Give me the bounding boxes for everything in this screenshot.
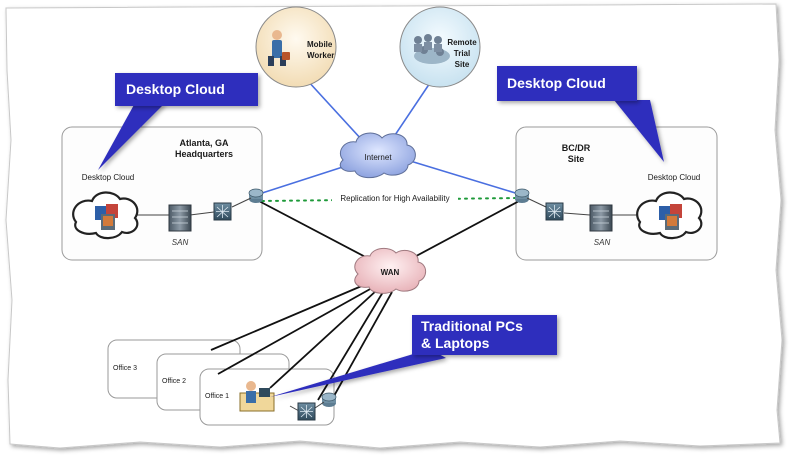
internet-cloud[interactable]: Internet [339,132,416,179]
bcdr-router-icon[interactable] [514,188,530,203]
callout-pcs-line2: & Laptops [421,335,490,351]
hq-router-icon[interactable] [248,188,264,203]
remote-trial-label-line2: Trial [454,49,470,58]
hq-desktop-cloud-label: Desktop Cloud [82,173,134,182]
office-router-icon[interactable] [321,392,337,407]
office3-label: Office 3 [113,365,137,372]
wan-cloud[interactable]: WAN [354,248,427,294]
office1-label: Office 1 [205,393,229,400]
hq-desktop-cloud-icon[interactable] [72,191,139,240]
replication-label: Replication for High Availability [340,194,449,203]
replication-label-bg [332,192,458,204]
bcdr-switch-icon[interactable] [545,202,564,221]
remote-trial-label-line1: Remote [447,38,477,47]
callout-pcs-line1: Traditional PCs [421,318,523,334]
office-user-workstation-icon[interactable] [239,381,275,412]
callout-right-text: Desktop Cloud [507,75,606,91]
hq-san-server-icon[interactable] [168,204,192,232]
hq-site-box [61,126,263,261]
mobile-worker-label-line1: Mobile [307,40,333,49]
hq-title-line2: Headquarters [175,149,233,159]
bcdr-title-line2: Site [568,154,585,164]
callout-desktop-cloud-right: Desktop Cloud [497,66,664,162]
hq-switch-icon[interactable] [213,202,232,221]
internet-label: Internet [364,153,392,162]
paper-frame [5,3,783,449]
mobile-worker-label-line2: Worker [307,51,334,60]
bcdr-desktop-cloud-icon[interactable] [636,191,703,240]
callout-desktop-cloud-left: Desktop Cloud [98,73,258,170]
remote-trial-site-node[interactable]: Remote Trial Site [399,6,481,88]
meeting-group-icon [414,34,450,64]
callout-left-text: Desktop Cloud [126,81,225,97]
mobile-worker-icon [268,30,290,66]
bcdr-title-line1: BC/DR [562,143,591,153]
callout-traditional-pcs: Traditional PCs & Laptops [270,315,557,397]
wan-links [210,199,522,401]
wan-label: WAN [381,268,400,277]
office2-label: Office 2 [162,378,186,385]
bcdr-site-box [515,126,718,261]
hq-san-label: SAN [172,238,189,247]
bcdr-san-server-icon[interactable] [589,204,613,232]
bcdr-desktop-cloud-label: Desktop Cloud [648,173,700,182]
office-switch-icon[interactable] [297,402,316,421]
bcdr-san-label: SAN [594,238,611,247]
mobile-worker-node[interactable]: Mobile Worker [255,6,337,88]
hq-title-line1: Atlanta, GA [179,138,229,148]
remote-trial-label-line3: Site [455,60,470,69]
